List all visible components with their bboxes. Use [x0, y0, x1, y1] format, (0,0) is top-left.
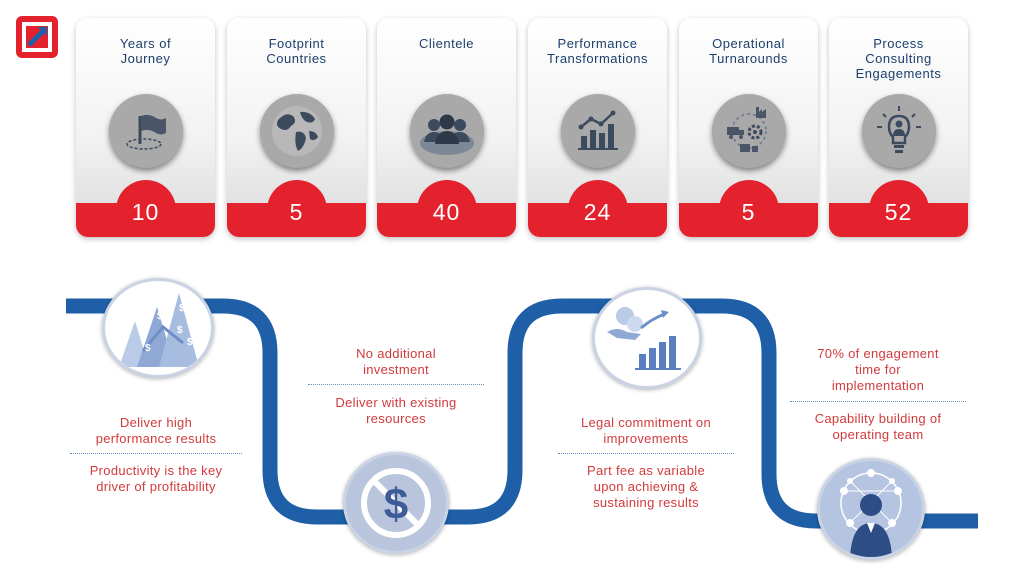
stat-value: 40 [432, 199, 461, 225]
card-footer-bump [719, 180, 779, 237]
globe-icon [260, 94, 334, 168]
svg-text:$: $ [179, 303, 185, 314]
stat-label: Years of Journey [119, 36, 172, 66]
stat-value: 10 [131, 199, 160, 225]
stat-card-turnarounds: Operational Turnarounds 5 [679, 18, 818, 237]
principle-4-title: 70% of engagement time for implementatio… [817, 346, 939, 393]
svg-text:$: $ [187, 337, 193, 348]
svg-text:$: $ [157, 311, 163, 322]
stat-label: Operational Turnarounds [709, 36, 788, 66]
stat-card-years: Years of Journey 10 [76, 18, 215, 237]
stat-card-clientele: Clientele 40 [377, 18, 516, 237]
card-footer-bump [568, 180, 628, 237]
principle-3-title: Legal commitment on improvements [581, 415, 711, 446]
stat-label: Clientele [418, 36, 475, 51]
principle-1-title: Deliver high performance results [95, 415, 217, 446]
stat-card-countries: Footprint Countries 5 [227, 18, 366, 237]
flag-icon [109, 94, 183, 168]
separator [558, 453, 734, 454]
svg-text:$: $ [384, 480, 408, 529]
svg-text:$: $ [145, 343, 151, 354]
card-footer-bump [267, 180, 327, 237]
principle-4-detail: Capability building of operating team [814, 411, 942, 442]
svg-text:$: $ [177, 325, 183, 336]
money-growth-icon [592, 287, 702, 389]
principle-2-title: No additional investment [356, 346, 436, 377]
company-logo [16, 16, 58, 58]
stat-value: 52 [884, 199, 913, 225]
separator [70, 453, 242, 454]
principle-3-detail: Part fee as variable upon achieving & su… [586, 463, 705, 510]
stat-card-transformations: Performance Transformations 24 [528, 18, 667, 237]
network-person-icon [817, 458, 925, 560]
stat-label: Process Consulting Engagements [855, 36, 942, 81]
card-footer-bump [869, 180, 929, 237]
lightbulb-icon [862, 94, 936, 168]
bar-chart-icon [561, 94, 635, 168]
stat-value: 5 [289, 199, 304, 225]
principle-1-detail: Productivity is the key driver of profit… [89, 463, 223, 494]
stat-card-engagements: Process Consulting Engagements 52 [829, 18, 968, 237]
card-footer-bump [116, 180, 176, 237]
stat-value: 5 [741, 199, 756, 225]
stat-label: Footprint Countries [266, 36, 327, 66]
separator [790, 401, 966, 402]
people-icon [410, 94, 484, 168]
growth-arrows-icon: $ $ $ $ $ [102, 278, 214, 378]
operations-icon [712, 94, 786, 168]
principle-2-detail: Deliver with existing resources [335, 395, 457, 426]
stat-label: Performance Transformations [547, 36, 648, 66]
stat-value: 24 [583, 199, 612, 225]
card-footer-bump [417, 180, 477, 237]
separator [308, 384, 484, 385]
no-dollar-icon: $ [343, 452, 449, 554]
